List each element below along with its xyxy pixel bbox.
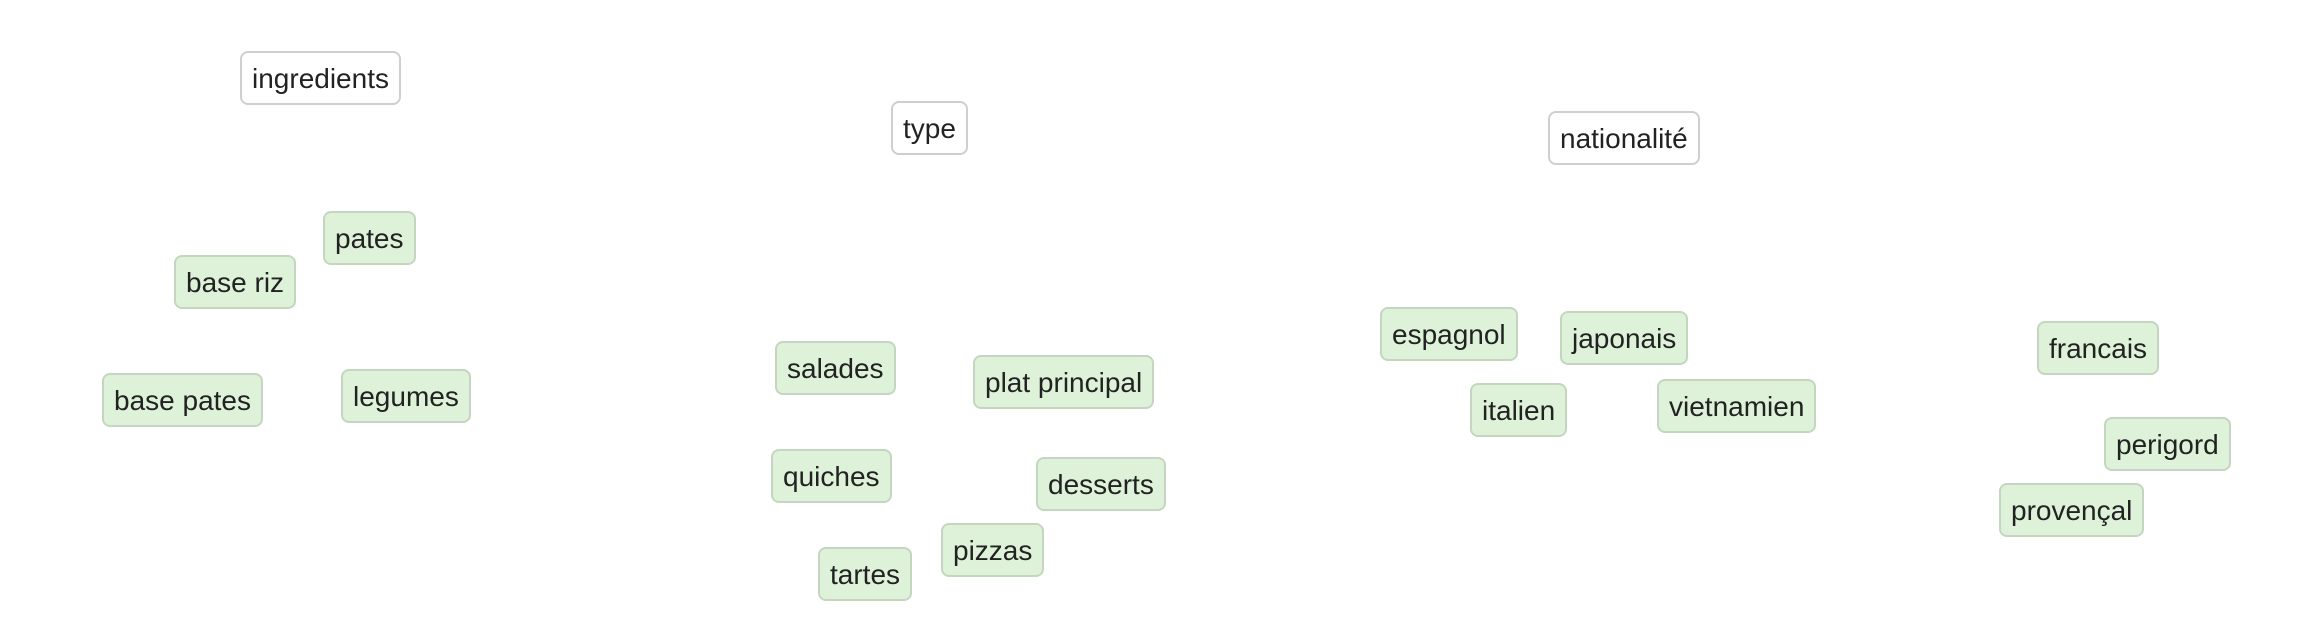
tag-node-plat-principal[interactable]: plat principal (973, 355, 1155, 409)
tag-node-perigord[interactable]: perigord (2104, 417, 2231, 471)
tag-node-salades[interactable]: salades (775, 341, 896, 395)
tag-node-japonais[interactable]: japonais (1560, 311, 1689, 365)
category-node-ingredients[interactable]: ingredients (240, 51, 401, 105)
tag-node-tartes[interactable]: tartes (818, 547, 913, 601)
tag-node-base-pates[interactable]: base pates (102, 373, 263, 427)
tag-node-italien[interactable]: italien (1470, 383, 1568, 437)
tag-node-desserts[interactable]: desserts (1036, 457, 1166, 511)
category-node-type[interactable]: type (891, 101, 968, 155)
tag-node-francais[interactable]: francais (2037, 321, 2160, 375)
tag-node-pates[interactable]: pates (323, 211, 416, 265)
tag-node-legumes[interactable]: legumes (341, 369, 471, 423)
tag-node-vietnamien[interactable]: vietnamien (1657, 379, 1817, 433)
tag-node-quiches[interactable]: quiches (771, 449, 892, 503)
tag-node-provencal[interactable]: provençal (1999, 483, 2145, 537)
tag-node-pizzas[interactable]: pizzas (941, 523, 1045, 577)
category-node-nationalite[interactable]: nationalité (1548, 111, 1700, 165)
tag-node-base-riz[interactable]: base riz (174, 255, 297, 309)
tag-node-espagnol[interactable]: espagnol (1380, 307, 1518, 361)
